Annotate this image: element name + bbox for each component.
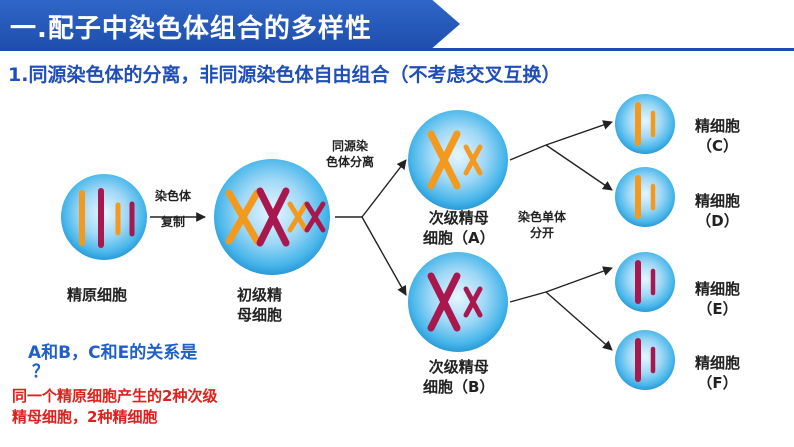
banner-underline — [0, 48, 794, 51]
secondary-b-line1: 次级精母 — [428, 358, 489, 376]
sperm-c-name: 精细胞 — [695, 117, 741, 135]
arrow-to-sperm-c — [545, 120, 613, 146]
step-homolog-line1: 同源染 — [332, 139, 369, 153]
secondary-a-line2: 细胞（A） — [423, 228, 495, 247]
sperm-c-cell — [615, 94, 675, 154]
sperm-e-name: 精细胞 — [695, 280, 741, 298]
sperm-f-cell — [615, 330, 675, 390]
secondary-a-line1: 次级精母 — [428, 209, 489, 227]
secondary-spermatocyte-b-cell — [408, 252, 508, 352]
spermatogonium-label: 精原细胞 — [67, 286, 128, 304]
sperm-d-name: 精细胞 — [695, 192, 741, 210]
answer-text: 同一个精原细胞产生的2种次级 精母细胞，2种精细胞 — [12, 386, 217, 428]
section-subtitle: 1.同源染色体的分离，非同源染色体自由组合（不考虑交叉互换） — [8, 64, 561, 86]
sperm-d-label: 精细胞 （D） — [695, 192, 740, 231]
primary-spermatocyte-label: 初级精 母细胞 — [237, 286, 282, 325]
secondary-b-label: 次级精母 细胞（B） — [423, 358, 494, 397]
question-line1: A和B，C和E的关系是 — [28, 343, 198, 363]
arrow-to-sperm-d — [545, 144, 613, 191]
sperm-c-label: 精细胞 （C） — [695, 117, 740, 156]
step-chromatid-line1: 染色单体 — [518, 210, 567, 224]
title-banner — [0, 0, 460, 48]
sperm-f-name: 精细胞 — [695, 354, 741, 372]
step-homolog-separation-label: 同源染 色体分离 — [326, 138, 374, 170]
sperm-c-letter: （C） — [697, 136, 739, 155]
arrow-to-sperm-f — [545, 291, 613, 351]
step-chromatid-separation-label: 染色单体 分开 — [518, 209, 566, 241]
arrow-to-secondary-b — [361, 216, 407, 296]
question-text: A和B，C和E的关系是 ？ — [28, 344, 197, 381]
answer-line2: 精母细胞，2种精细胞 — [12, 408, 158, 426]
secondary-a-label: 次级精母 细胞（A） — [423, 209, 495, 248]
page-title: 一.配子中染色体组合的多样性 — [10, 14, 372, 44]
step-replication-line2: 复制 — [161, 215, 186, 230]
sperm-d-letter: （D） — [696, 211, 739, 230]
sperm-f-label: 精细胞 （F） — [695, 354, 740, 393]
step-replication-line1: 染色体 — [155, 189, 192, 203]
sperm-e-cell — [615, 252, 675, 312]
secondary-spermatocyte-a-cell — [408, 110, 508, 210]
step-replication-label: 染色体 复制 — [155, 188, 191, 230]
primary-spermatocyte-cell — [214, 159, 330, 275]
line-b-stem — [509, 291, 547, 303]
sperm-e-letter: （E） — [697, 299, 738, 318]
primary-line1: 初级精 — [237, 286, 283, 304]
step-chromatid-line2: 分开 — [530, 226, 555, 241]
line-a-stem — [509, 144, 547, 161]
arrow-to-secondary-a — [361, 159, 407, 218]
question-line2: ？ — [32, 361, 49, 382]
arrow-to-sperm-e — [545, 266, 613, 293]
sperm-e-label: 精细胞 （E） — [695, 280, 740, 319]
answer-line1: 同一个精原细胞产生的2种次级 — [12, 387, 218, 405]
sperm-d-cell — [615, 167, 675, 227]
sperm-f-letter: （F） — [697, 373, 738, 392]
primary-line2: 母细胞 — [237, 305, 283, 324]
secondary-b-line2: 细胞（B） — [423, 377, 495, 396]
step-homolog-line2: 色体分离 — [326, 155, 375, 170]
spermatogonium-cell — [61, 174, 147, 260]
arrows — [150, 120, 613, 351]
